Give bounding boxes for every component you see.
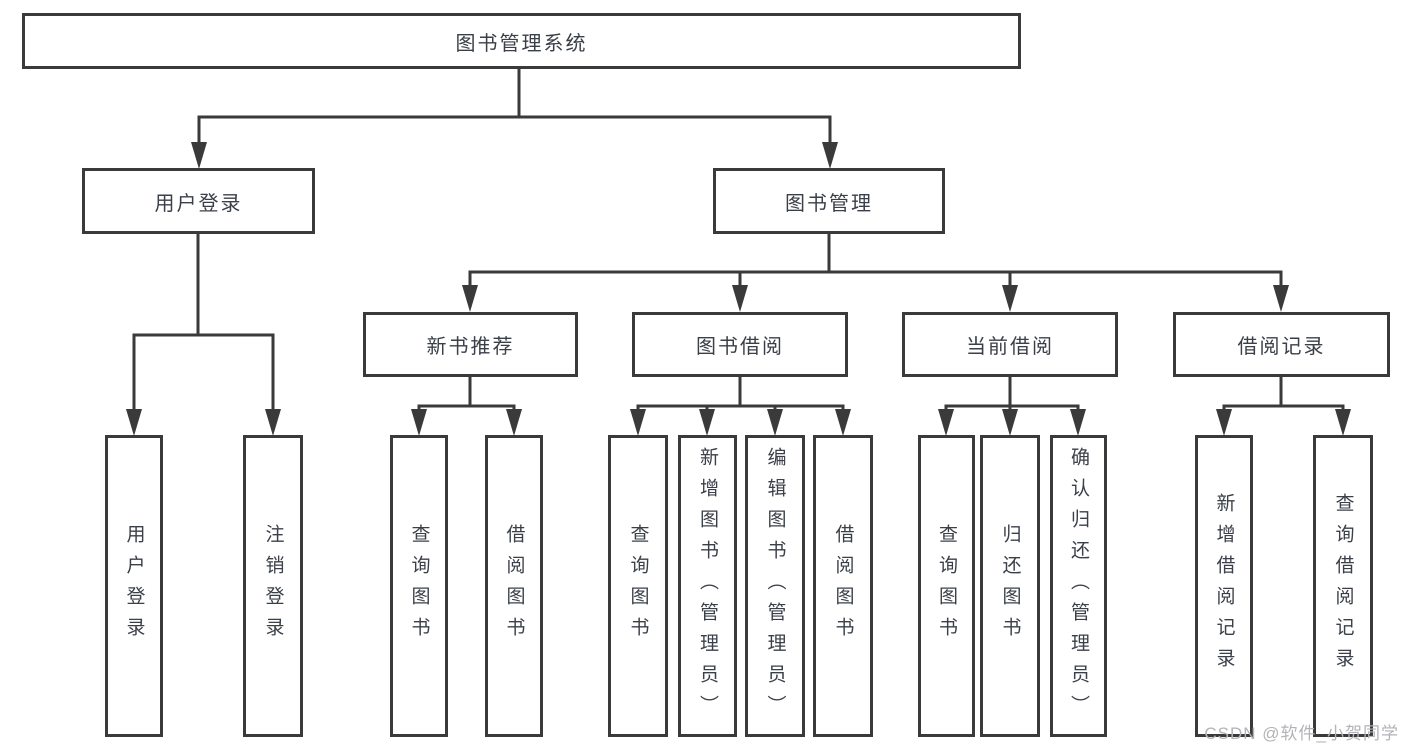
- node-borrow-records: 借阅记录: [1173, 312, 1390, 377]
- node-user-login: 用户登录: [82, 168, 315, 234]
- node-book-management-label: 图书管理: [785, 192, 873, 215]
- watermark: CSDN @软件_小贺同学: [1204, 724, 1399, 743]
- node-leaf-borrow-books-1-label: 借阅图书: [503, 524, 525, 648]
- node-leaf-query-books-1-label: 查询图书: [408, 524, 430, 648]
- node-borrow-records-label: 借阅记录: [1237, 336, 1326, 358]
- node-leaf-confirm-return-admin: 确认归还（管理员）: [1050, 435, 1107, 737]
- node-leaf-borrow-books-2: 借阅图书: [813, 435, 873, 737]
- node-leaf-return-book-label: 归还图书: [999, 524, 1021, 648]
- node-leaf-logout-label: 注销登录: [262, 524, 284, 648]
- arrow-down-icon: [732, 285, 748, 312]
- arrow-down-icon: [1335, 409, 1351, 436]
- node-leaf-add-book-admin-label: 新增图书（管理员）: [697, 446, 718, 726]
- arrow-down-icon: [822, 142, 838, 169]
- arrow-down-icon: [938, 409, 954, 436]
- arrow-down-icon: [265, 409, 281, 436]
- node-leaf-query-books-3: 查询图书: [918, 435, 975, 737]
- node-book-borrowing-label: 图书借阅: [696, 336, 784, 358]
- node-root: 图书管理系统: [22, 13, 1021, 69]
- node-user-login-label: 用户登录: [154, 192, 243, 215]
- node-book-borrowing: 图书借阅: [632, 312, 848, 377]
- node-leaf-query-books-2-label: 查询图书: [627, 524, 649, 648]
- node-leaf-query-borrow-record-label: 查询借阅记录: [1332, 493, 1354, 679]
- node-leaf-query-borrow-record: 查询借阅记录: [1313, 435, 1373, 737]
- node-new-book-recommend: 新书推荐: [363, 312, 578, 377]
- arrow-down-icon: [1216, 409, 1232, 436]
- arrow-down-icon: [1273, 285, 1289, 312]
- node-current-borrowing-label: 当前借阅: [966, 336, 1054, 358]
- arrow-down-icon: [699, 409, 715, 436]
- arrow-down-icon: [411, 409, 427, 436]
- arrow-down-icon: [1002, 409, 1018, 436]
- node-leaf-query-books-3-label: 查询图书: [936, 524, 957, 648]
- node-leaf-add-book-admin: 新增图书（管理员）: [678, 435, 737, 737]
- arrow-down-icon: [126, 409, 142, 436]
- node-leaf-add-borrow-record-label: 新增借阅记录: [1213, 493, 1235, 679]
- node-leaf-user-login: 用户登录: [105, 435, 163, 737]
- arrow-down-icon: [1002, 285, 1018, 312]
- node-current-borrowing: 当前借阅: [902, 312, 1118, 377]
- node-leaf-borrow-books-2-label: 借阅图书: [832, 524, 854, 648]
- node-leaf-add-borrow-record: 新增借阅记录: [1195, 435, 1253, 737]
- node-leaf-edit-book-admin-label: 编辑图书（管理员）: [764, 446, 786, 726]
- arrow-down-icon: [506, 409, 522, 436]
- arrow-down-icon: [1070, 409, 1086, 436]
- node-root-label: 图书管理系统: [455, 32, 588, 55]
- arrow-down-icon: [191, 142, 207, 169]
- node-book-management: 图书管理: [713, 168, 945, 234]
- node-leaf-confirm-return-admin-label: 确认归还（管理员）: [1068, 446, 1089, 726]
- node-leaf-query-books-2: 查询图书: [608, 435, 668, 737]
- node-leaf-query-books-1: 查询图书: [390, 435, 448, 737]
- arrow-down-icon: [767, 409, 783, 436]
- node-leaf-return-book: 归还图书: [980, 435, 1040, 737]
- arrow-down-icon: [630, 409, 646, 436]
- node-new-book-recommend-label: 新书推荐: [426, 336, 515, 358]
- node-leaf-borrow-books-1: 借阅图书: [485, 435, 543, 737]
- node-leaf-logout: 注销登录: [243, 435, 303, 737]
- node-leaf-edit-book-admin: 编辑图书（管理员）: [745, 435, 805, 737]
- node-leaf-user-login-label: 用户登录: [123, 524, 145, 648]
- arrow-down-icon: [462, 285, 478, 312]
- arrow-down-icon: [835, 409, 851, 436]
